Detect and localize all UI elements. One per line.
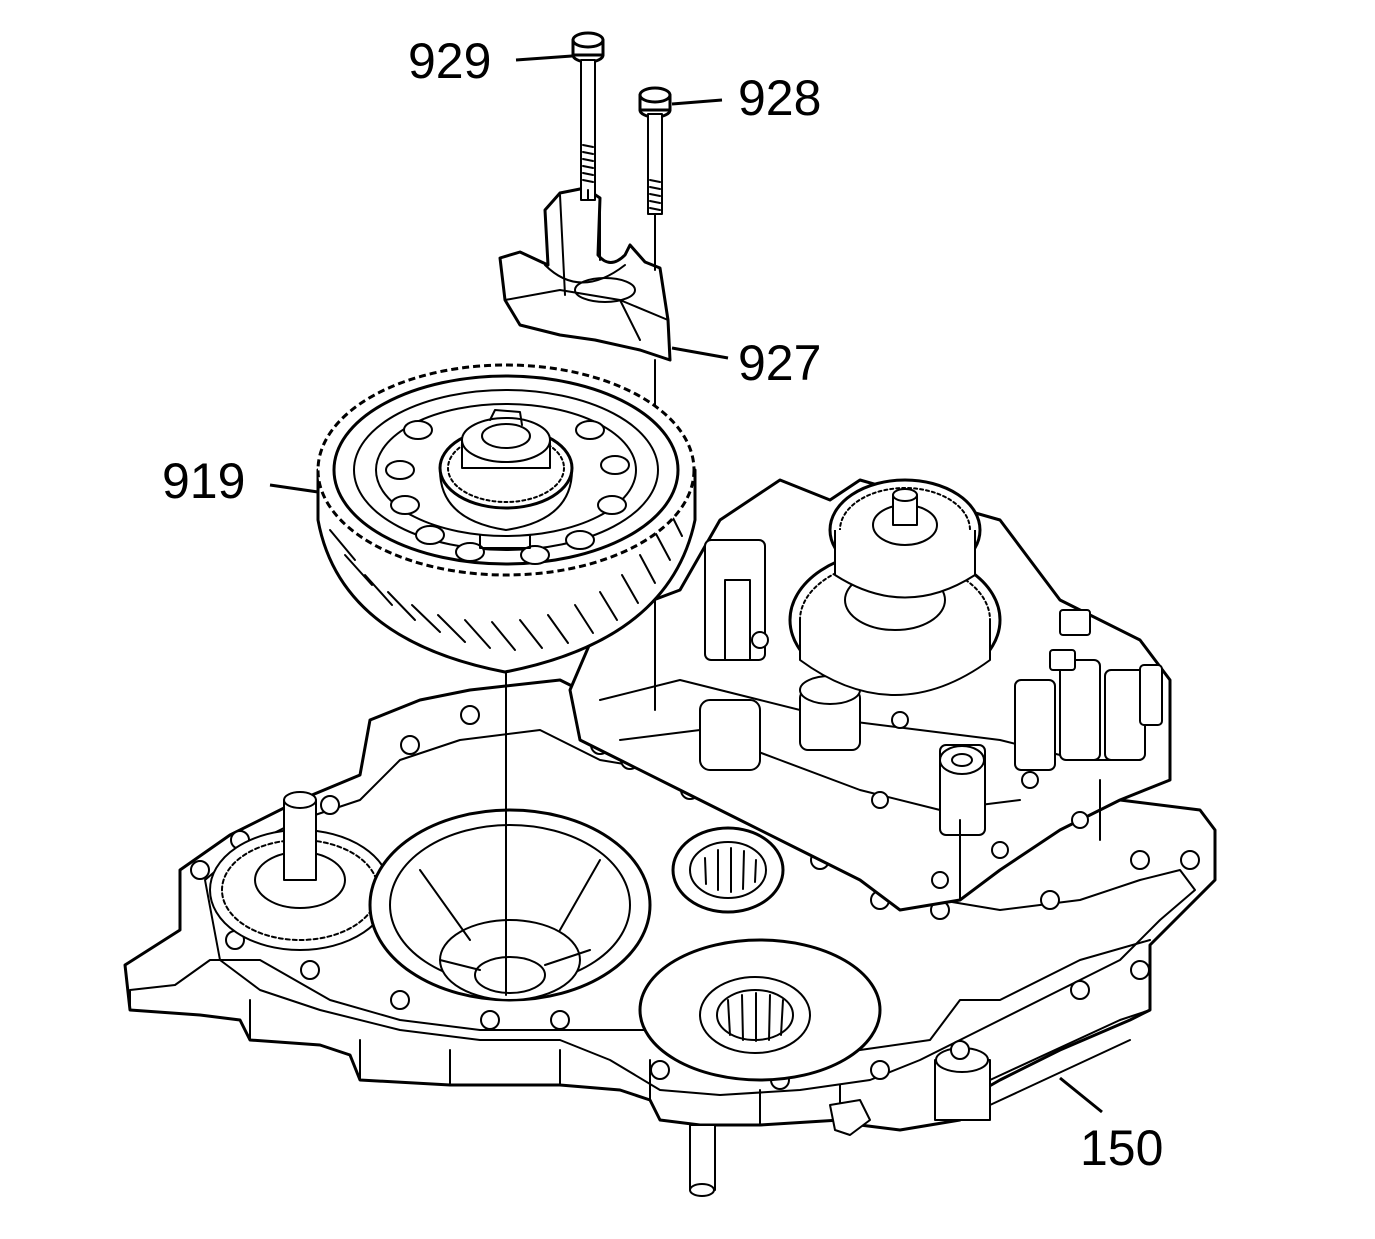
input-bearing <box>671 826 785 914</box>
drain-stud <box>689 1124 716 1197</box>
leader-919 <box>269 483 319 494</box>
callout-927: 927 <box>671 335 821 391</box>
leader-150 <box>1059 1076 1103 1114</box>
callout-919: 919 <box>162 453 319 509</box>
output-bearing <box>638 938 882 1082</box>
leader-927 <box>671 346 729 360</box>
part-919-differential-gear <box>316 363 697 674</box>
leader-929 <box>515 54 573 62</box>
callout-927-label: 927 <box>738 335 821 391</box>
callout-928-label: 928 <box>738 70 821 126</box>
leader-928 <box>671 98 723 106</box>
callout-150: 150 <box>1059 1076 1163 1176</box>
callout-929: 929 <box>408 33 573 89</box>
ring-gear-bolts <box>385 420 630 565</box>
callout-150-label: 150 <box>1080 1120 1163 1176</box>
callout-929-label: 929 <box>408 33 491 89</box>
callout-928: 928 <box>671 70 821 126</box>
output-gear-stack <box>788 478 1002 696</box>
part-927-park-pawl-bracket <box>498 186 672 362</box>
part-929-bolt <box>571 31 605 201</box>
intermediate-shaft-gear <box>209 791 391 951</box>
bolt-929-alignment-line <box>587 189 656 271</box>
differential-bore <box>368 808 652 1002</box>
flange-bolt-holes <box>190 705 1200 1090</box>
part-928-bolt <box>638 86 672 215</box>
callout-919-label: 919 <box>162 453 245 509</box>
valve-body-assembly <box>568 478 1172 912</box>
